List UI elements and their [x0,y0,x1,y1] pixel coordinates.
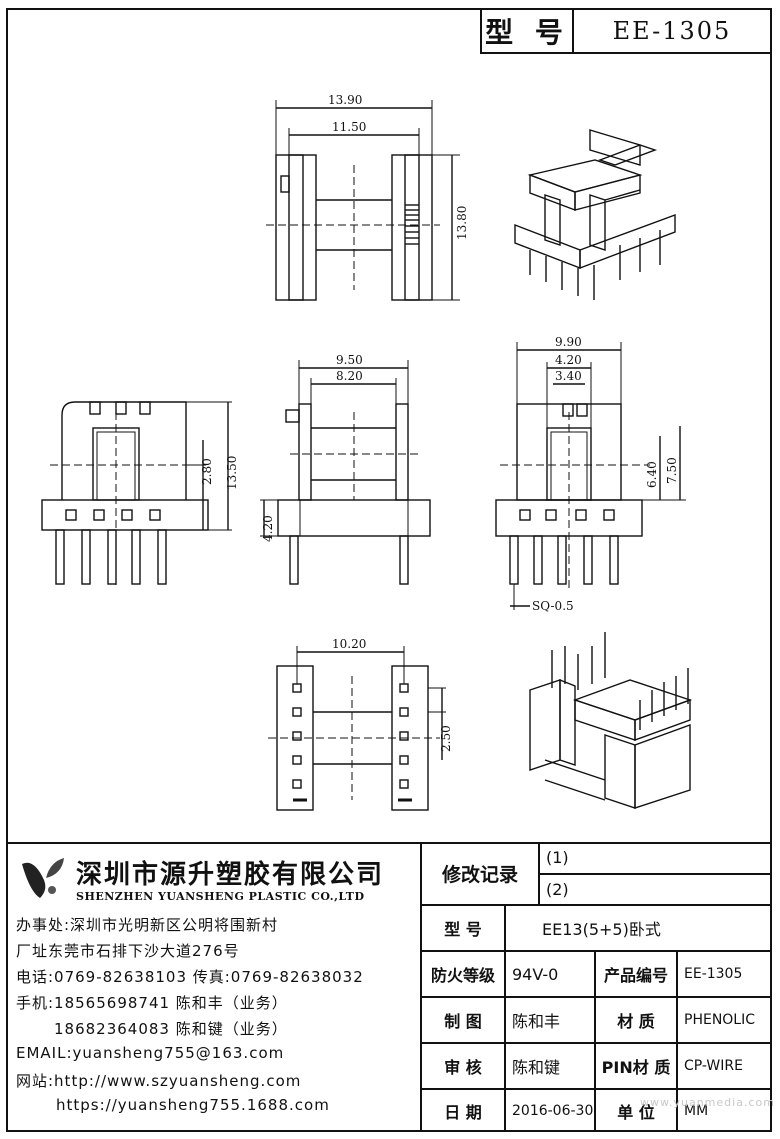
model-label: 型 号 [420,904,504,950]
mobile-2: 18682364083 陈和键（业务） [54,1020,288,1038]
dim-11-50: 11.50 [332,120,366,134]
dim-2-80: 2.80 [200,458,214,485]
company-logo-icon [16,850,68,902]
dim-13-90: 13.90 [328,93,362,107]
material-value: PHENOLIC [676,996,772,1042]
dim-13-80: 13.80 [455,206,469,240]
rev-1: (1) [538,842,772,873]
code-label: 产品编号 [594,950,676,996]
email: EMAIL:yuansheng755@163.com [16,1044,285,1062]
unit-value: MM [676,1088,772,1132]
end-view [495,342,686,610]
date-value: 2016-06-30 [504,1088,594,1132]
dim-2-50: 2.50 [439,725,453,752]
office-address: 办事处:深圳市光明新区公明将围新村 [16,916,279,934]
drawn-value: 陈和丰 [504,996,594,1042]
rev-2: (2) [538,873,772,904]
dim-13-50: 13.50 [225,456,239,490]
unit-label: 单 位 [594,1088,676,1132]
mobile-1: 手机:18565698741 陈和丰（业务） [16,994,288,1012]
drawn-label: 制 图 [420,996,504,1042]
isometric-view-bottom [529,632,693,809]
section-divider [6,842,772,844]
bottom-view [268,646,446,811]
date-label: 日 期 [420,1088,504,1132]
material-label: 材 质 [594,996,676,1042]
dim-6-40: 6.40 [645,461,659,488]
top-view [266,100,460,301]
watermark: www.yuanmedia.com [640,1096,775,1109]
front-view [41,401,232,585]
dim-4-20-side: 4.20 [261,515,275,542]
dim-7-50: 7.50 [665,457,679,484]
drawing-frame [6,8,772,1132]
website-2: https://yuansheng755.1688.com [56,1096,330,1114]
rev-label: 修改记录 [420,842,538,904]
spec-table: 修改记录 (1) (2) 型 号 EE13(5+5)卧式 防火等级 94V-0 … [420,842,772,1132]
dim-8-20: 8.20 [336,369,363,383]
title-model: EE-1305 [612,17,732,45]
phone-fax: 电话:0769-82638103 传真:0769-82638032 [16,968,364,986]
technical-drawing: 13.90 11.50 13.80 9.50 8.20 4.20 2.80 13… [41,93,693,811]
dim-10-20: 10.20 [332,637,366,651]
factory-address: 厂址东莞市石排下沙大道276号 [16,942,240,960]
website-1: 网站:http://www.szyuansheng.com [16,1072,302,1090]
fire-label: 防火等级 [420,950,504,996]
pin-label: PIN材 质 [594,1042,676,1088]
check-value: 陈和键 [504,1042,594,1088]
dim-3-40: 3.40 [555,369,582,383]
dim-4-20-end: 4.20 [555,353,582,367]
title-label: 型 号 [482,10,574,52]
side-view [260,360,431,585]
dim-9-50: 9.50 [336,353,363,367]
pin-value: CP-WIRE [676,1042,772,1088]
dim-9-90: 9.90 [555,335,582,349]
title-block: 型 号 EE-1305 [480,8,772,54]
dim-sq-0-5: SQ-0.5 [532,599,574,613]
model-value: EE13(5+5)卧式 [504,904,772,950]
company-name-cn: 深圳市源升塑胶有限公司 [76,860,385,890]
fire-value: 94V-0 [504,950,594,996]
company-name-en: SHENZHEN YUANSHENG PLASTIC CO.,LTD [76,890,365,903]
isometric-view-top [514,129,676,300]
code-value: EE-1305 [676,950,772,996]
check-label: 审 核 [420,1042,504,1088]
